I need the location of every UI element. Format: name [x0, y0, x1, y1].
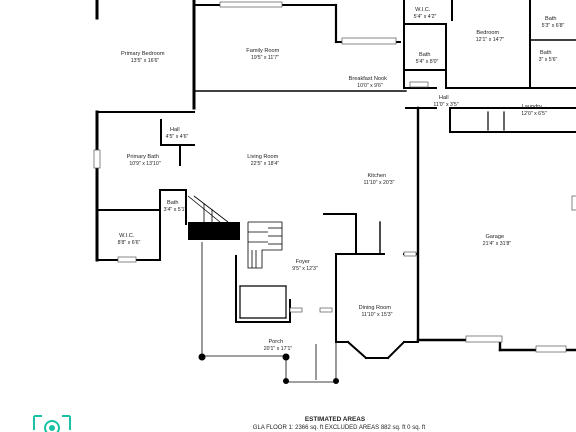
room-bedroom: Bedroom 12'1" x 14'7"	[476, 21, 505, 43]
room-wic-top: W.I.C. 5'4" x 4'2"	[414, 0, 437, 20]
porch-outline	[198, 242, 339, 384]
room-porch: Porch 20'1" x 17'1"	[264, 330, 293, 352]
room-wic-left: W.I.C. 8'8" x 6'6"	[118, 224, 141, 246]
room-living-room: Living Room 22'5" x 18'4"	[247, 145, 283, 167]
camera-logo-icon	[33, 415, 71, 432]
windows	[93, 1, 576, 353]
room-hall-left: Hall 4'5" x 4'6"	[166, 118, 189, 140]
room-bath-small: Bath 3'4" x 5'1"	[164, 191, 187, 213]
room-kitchen: Kitchen 11'10" x 20'3"	[364, 164, 395, 186]
room-family-room: Family Room 19'5" x 11'7"	[246, 39, 283, 61]
room-laundry: Laundry 12'0" x 6'5"	[521, 95, 547, 117]
walls	[95, 0, 576, 360]
room-hall-top: Hall 11'0" x 3'5"	[433, 86, 458, 108]
room-labels: Primary Bedroom 13'5" x 16'6" Family Roo…	[118, 0, 565, 352]
stairs	[187, 195, 283, 269]
room-primary-bath: Primary Bath 10'9" x 13'10"	[127, 145, 164, 167]
room-primary-bedroom: Primary Bedroom 13'5" x 16'6"	[121, 42, 169, 64]
estimated-areas-line: GLA FLOOR 1: 2366 sq. ft EXCLUDED AREAS …	[253, 425, 426, 431]
room-bath-top-right-1: Bath 5'3" x 6'8"	[542, 7, 565, 29]
room-bath-top-right-2: Bath 3" x 5'6"	[539, 41, 558, 63]
room-foyer: Foyer 9'5" x 12'3"	[292, 250, 318, 272]
room-bath-top-left: Bath 5'4" x 8'0"	[416, 43, 439, 65]
room-breakfast-nook: Breakfast Nook 10'0" x 9'6"	[349, 67, 392, 89]
room-dining-room: Dining Room 11'10" x 15'3"	[359, 296, 396, 318]
estimated-areas-title: ESTIMATED AREAS	[305, 416, 366, 423]
room-garage: Garage 21'4" x 31'8"	[483, 225, 512, 247]
